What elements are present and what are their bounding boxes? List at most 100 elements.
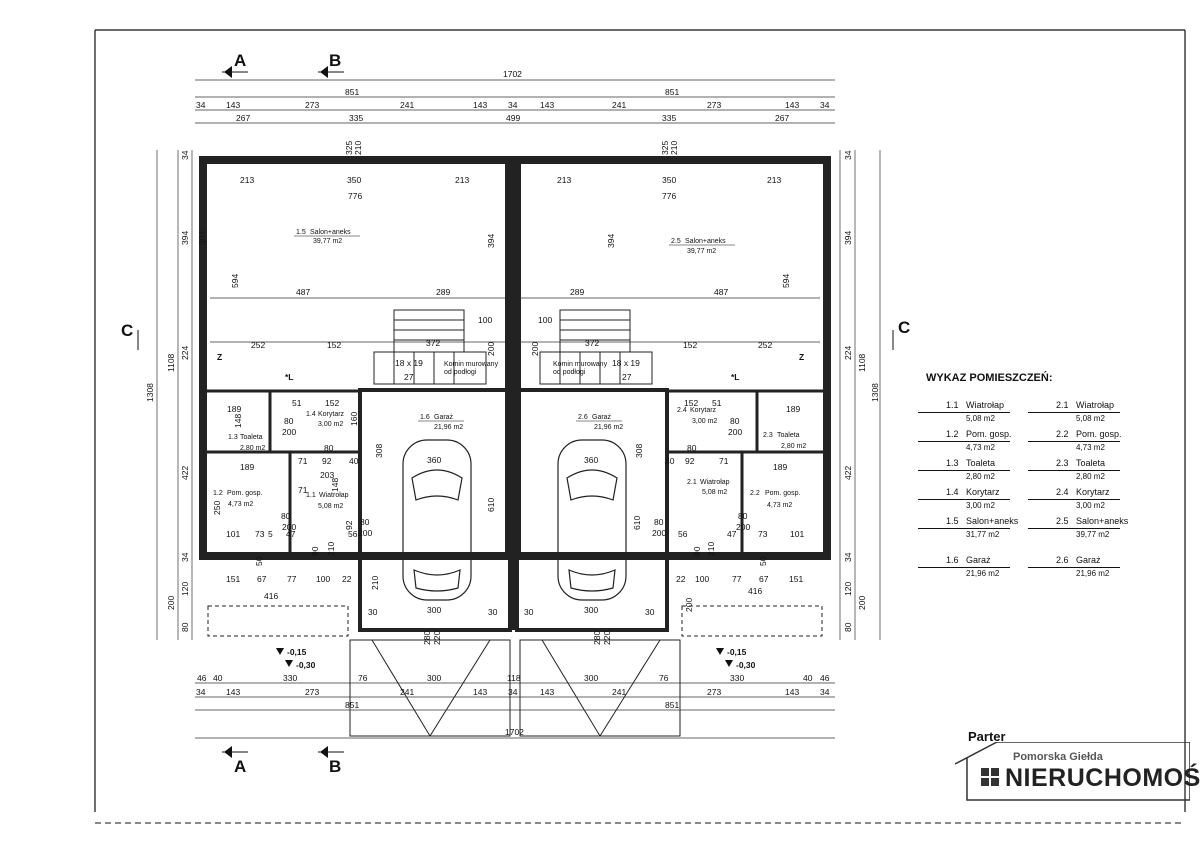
dim-top-r3-7: 241	[612, 100, 626, 110]
room-name: Salon+aneks	[966, 516, 1019, 526]
l-symbol-left: *L	[285, 372, 294, 382]
dim-top-r3-0: 34	[196, 100, 206, 110]
room-num: 1.1	[946, 400, 959, 410]
dim-210-l2: 210	[370, 576, 380, 590]
dim-top-r4-4: 267	[775, 113, 789, 123]
room-label-corridor-right: 2.4 Korytarz 3,00 m2	[677, 407, 717, 425]
room-num: 2.2	[750, 490, 760, 497]
dim-total-right: 1308	[870, 383, 880, 402]
section-label-a-bottom: A	[234, 757, 246, 776]
dim-152-r2: 152	[684, 398, 698, 408]
room-name: Wiatrołap	[1076, 400, 1115, 410]
dim-top-r3-2: 273	[305, 100, 319, 110]
dim-bot-total: 1702	[505, 727, 524, 737]
dim-total-left: 1308	[145, 383, 155, 402]
dim-80-r4: 80	[738, 511, 748, 521]
dim-220-r: 220	[602, 631, 612, 645]
dim-left-seg-4: 34	[180, 552, 190, 562]
dim-left-seg-1: 394	[180, 231, 190, 245]
dim-bot-r1-3: 76	[358, 673, 368, 683]
dim-220-l: 220	[432, 631, 442, 645]
room-num: 2.2	[1056, 429, 1069, 439]
room-num: 2.4	[677, 407, 687, 414]
room-area: 4,73 m2	[1076, 443, 1105, 452]
dim-213-l1: 213	[240, 175, 254, 185]
dim-100-r2: 100	[695, 574, 709, 584]
dim-152-l: 152	[327, 340, 341, 350]
dim-left-seg-5: 120	[180, 582, 190, 596]
room-name: Korytarz	[1076, 487, 1110, 497]
fridge-symbol-right: Z	[799, 352, 804, 362]
dim-289-l: 289	[436, 287, 450, 297]
dim-56-l: 56	[348, 529, 358, 539]
room-num: 1.6	[946, 555, 959, 565]
stairs	[373, 309, 653, 385]
dim-bot-half-left: 851	[345, 700, 359, 710]
room-label-toilet-left: 1.3 Toaleta 2,80 m2	[228, 434, 265, 452]
dim-200-r5: 200	[684, 598, 694, 612]
dim-top-r3-4: 143	[473, 100, 487, 110]
dim-252-r: 252	[758, 340, 772, 350]
dim-bot-r1-9: 40	[803, 673, 813, 683]
level-right-b: -0,30	[736, 660, 756, 670]
dim-right-seg-7: 80	[843, 622, 853, 632]
dim-top-r3-5: 34	[508, 100, 518, 110]
dim-bot-r2-8: 273	[707, 687, 721, 697]
room-area: 5,08 m2	[702, 489, 727, 496]
dim-189-r2: 189	[773, 462, 787, 472]
room-area: 5,08 m2	[318, 503, 343, 510]
dim-bot-r1-2: 330	[283, 673, 297, 683]
driveways	[207, 605, 823, 737]
room-name: Toaleta	[777, 432, 800, 439]
dim-bot-r2-0: 34	[196, 687, 206, 697]
dim-80-r3: 80	[654, 517, 664, 527]
room-num: 1.4	[946, 487, 959, 497]
section-marker-c-left: C	[121, 321, 139, 350]
dim-776-l: 776	[348, 191, 362, 201]
dim-189-l: 189	[227, 404, 241, 414]
dim-bot-r1-4: 300	[427, 673, 441, 683]
dim-148-l: 148	[233, 414, 243, 428]
building-walls	[199, 156, 831, 632]
dim-250-l: 250	[212, 501, 222, 515]
stairs-sub-right: 27	[622, 372, 632, 382]
dim-window-right-b: 210	[669, 141, 679, 155]
dim-200-l4: 200	[358, 528, 372, 538]
room-area: 39,77 m2	[1076, 530, 1110, 539]
chimney-label-right-2: od podłogi	[553, 369, 586, 376]
dim-22-r: 22	[676, 574, 686, 584]
section-label-c-left: C	[121, 321, 133, 340]
dim-360-l: 360	[427, 455, 441, 465]
room-area: 31,77 m2	[966, 530, 1000, 539]
dim-210-l: 210	[326, 542, 336, 556]
dim-487-l: 487	[296, 287, 310, 297]
room-num: 2.3	[763, 432, 773, 439]
room-num: 2.5	[671, 238, 681, 245]
dim-row-308: 308	[374, 444, 384, 458]
dim-148-l2: 148	[330, 478, 340, 492]
dim-51-r: 51	[712, 398, 722, 408]
dim-151-r: 151	[789, 574, 803, 584]
room-area: 3,00 m2	[318, 421, 343, 428]
room-area: 3,00 m2	[692, 418, 717, 425]
stairs-sub-left: 27	[404, 372, 414, 382]
room-area: 4,73 m2	[228, 501, 253, 508]
room-num: 1.3	[228, 434, 238, 441]
dim-71-l: 71	[298, 456, 308, 466]
dim-200-r2: 200	[728, 427, 742, 437]
dim-100-l2: 100	[316, 574, 330, 584]
room-area: 21,96 m2	[434, 424, 463, 431]
room-num: 1.6	[420, 414, 430, 421]
dim-bot-r2-1: 143	[226, 687, 240, 697]
room-label-utility-right: 2.2 Pom. gosp. 4,73 m2	[750, 490, 800, 509]
dim-40-l: 40	[349, 456, 359, 466]
section-label-c-right: C	[898, 318, 910, 337]
room-name: Salon+aneks	[685, 238, 726, 245]
dim-window-left-a: 325	[344, 141, 354, 155]
dim-71-r: 71	[719, 456, 729, 466]
